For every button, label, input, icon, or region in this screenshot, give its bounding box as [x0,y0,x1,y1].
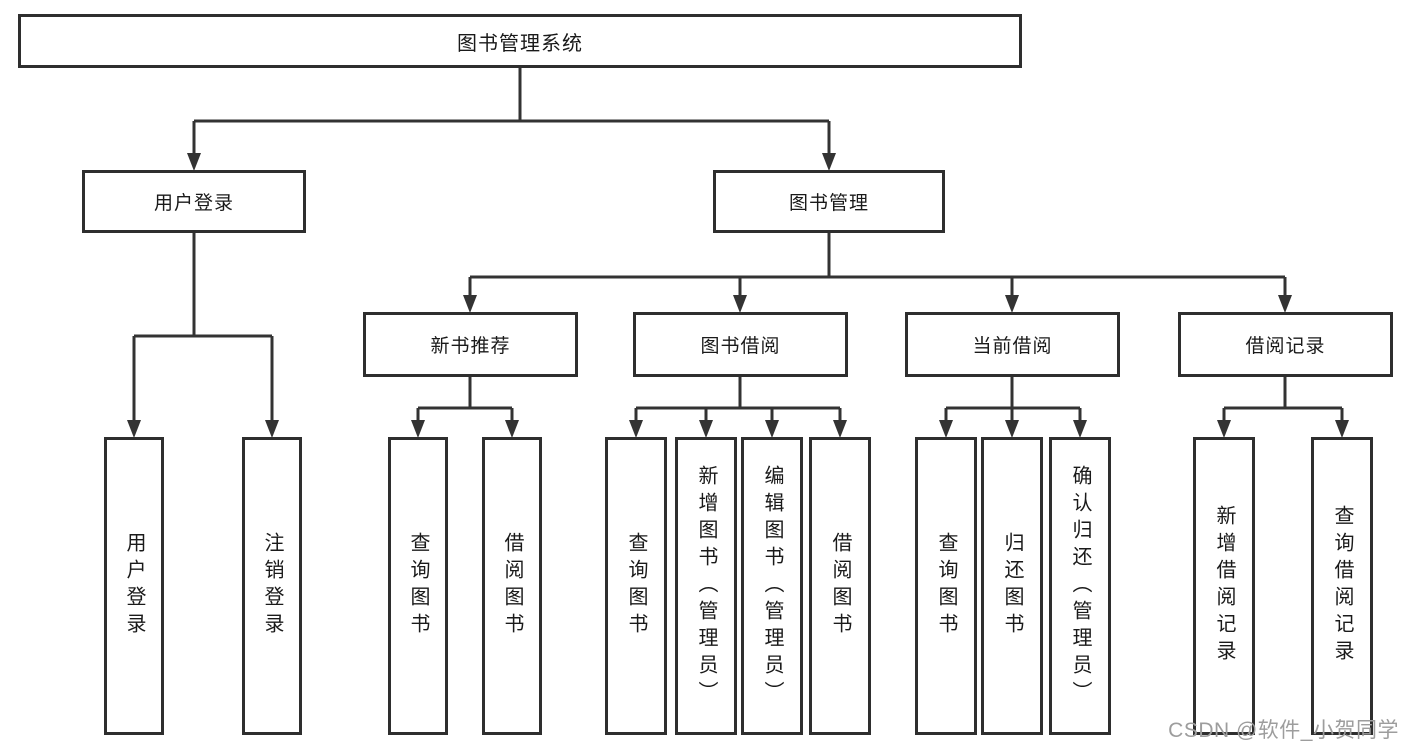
node-label: 图书管理 [788,193,869,214]
node-label: 用户登录 [153,193,234,214]
leaf-label: 查询借阅记录 [1331,505,1353,667]
leaf-label: 确认归还（管理员） [1069,464,1091,708]
leaf-label: 新增借阅记录 [1213,505,1235,667]
leaf-edit-books-admin: 编辑图书（管理员） [741,437,803,735]
node-label: 图书借阅 [700,336,781,357]
leaf-confirm-return-admin: 确认归还（管理员） [1049,437,1111,735]
leaf-label: 用户登录 [123,532,145,640]
node-label: 当前借阅 [972,336,1053,357]
leaf-user-login: 用户登录 [104,437,164,735]
leaf-borrowing-query-books: 查询图书 [605,437,667,735]
leaf-label: 查询图书 [625,532,647,640]
leaf-label: 注销登录 [261,532,283,640]
leaf-recommend-query-books: 查询图书 [388,437,448,735]
node-root-system: 图书管理系统 [18,14,1022,68]
leaf-label: 借阅图书 [829,532,851,640]
leaf-add-borrow-record: 新增借阅记录 [1193,437,1255,735]
leaf-label: 借阅图书 [501,532,523,640]
leaf-label: 查询图书 [935,532,957,640]
leaf-label: 新增图书（管理员） [695,464,717,708]
node-borrowing-records: 借阅记录 [1178,312,1393,377]
leaf-label: 归还图书 [1001,532,1023,640]
leaf-add-books-admin: 新增图书（管理员） [675,437,737,735]
leaf-label: 查询图书 [407,532,429,640]
leaf-recommend-borrow-books: 借阅图书 [482,437,542,735]
node-label: 图书管理系统 [457,32,583,55]
leaf-return-books: 归还图书 [981,437,1043,735]
node-book-borrowing: 图书借阅 [633,312,848,377]
leaf-logout: 注销登录 [242,437,302,735]
csdn-watermark: CSDN @软件_小贺同学 [1168,719,1399,742]
leaf-query-borrow-record: 查询借阅记录 [1311,437,1373,735]
node-user-login: 用户登录 [82,170,306,233]
node-new-book-recommendation: 新书推荐 [363,312,578,377]
node-book-management: 图书管理 [713,170,945,233]
leaf-label: 编辑图书（管理员） [761,464,783,708]
leaf-current-query-books: 查询图书 [915,437,977,735]
node-label: 借阅记录 [1245,336,1326,357]
node-current-borrowing: 当前借阅 [905,312,1120,377]
leaf-borrowing-borrow-books: 借阅图书 [809,437,871,735]
node-label: 新书推荐 [430,336,511,357]
